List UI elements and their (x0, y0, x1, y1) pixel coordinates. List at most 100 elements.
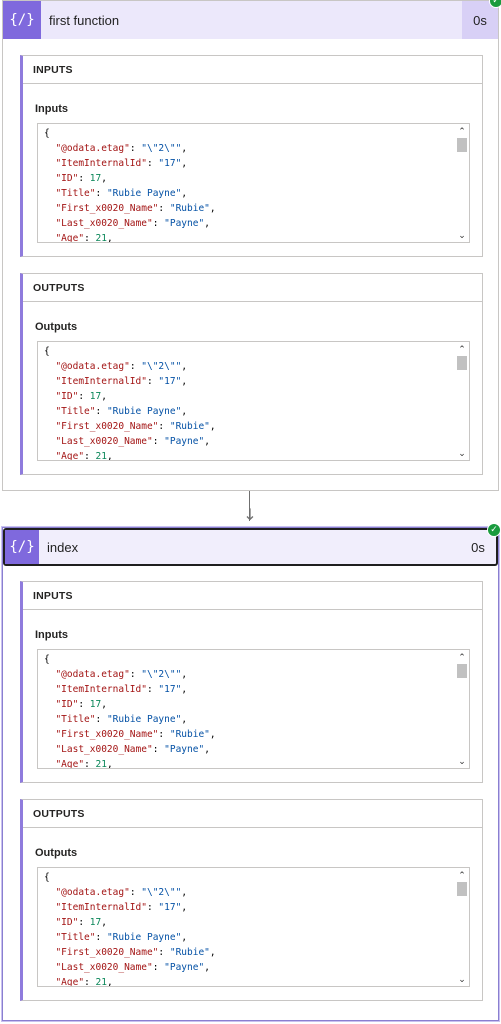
json-line: "First_x0020_Name": "Rubie", (55, 421, 216, 432)
json-line: "First_x0020_Name": "Rubie", (55, 729, 216, 740)
json-line: "@odata.etag": "\"2\"", (55, 887, 188, 898)
section-header[interactable]: OUTPUTS (23, 274, 482, 302)
json-line: "ID": 17, (55, 173, 107, 184)
json-open-brace: { (44, 346, 50, 357)
json-code: { "@odata.etag": "\"2\"", "ItemInternalI… (44, 652, 216, 769)
json-key: "ItemInternalId" (55, 376, 147, 387)
json-value: "17" (158, 902, 182, 913)
scroll-thumb[interactable] (457, 882, 467, 896)
vertical-scrollbar[interactable]: ⌃⌄ (455, 124, 469, 242)
json-line: "Last_x0020_Name": "Payne", (55, 744, 210, 755)
json-key: "First_x0020_Name" (55, 729, 159, 740)
section-label: Outputs (35, 847, 78, 859)
json-key: "Title" (55, 932, 96, 943)
json-line: "Age": 21, (55, 977, 113, 987)
json-line: "@odata.etag": "\"2\"", (55, 143, 188, 154)
json-key: "Title" (55, 406, 96, 417)
json-value: "Payne" (164, 436, 205, 447)
json-value: "\"2\"" (141, 887, 182, 898)
json-key: "ID" (55, 917, 79, 928)
scroll-up-icon[interactable]: ⌃ (458, 125, 466, 136)
json-line: "ItemInternalId": "17", (55, 158, 188, 169)
json-line: "Title": "Rubie Payne", (55, 406, 188, 417)
scroll-thumb[interactable] (457, 138, 467, 152)
json-value: "Payne" (164, 744, 205, 755)
json-value: 21 (95, 759, 107, 769)
vertical-scrollbar[interactable]: ⌃⌄ (455, 342, 469, 460)
action-header[interactable]: {/} index 0s ✓ (3, 523, 501, 566)
json-key: "ItemInternalId" (55, 902, 147, 913)
json-value: 17 (89, 173, 102, 184)
json-key: "First_x0020_Name" (55, 421, 159, 432)
action-card-index[interactable]: {/} index 0s ✓ INPUTS Inputs { "@odata.e… (2, 523, 501, 1021)
section-header[interactable]: INPUTS (23, 56, 482, 84)
section-label: Inputs (35, 103, 68, 115)
action-card-first-function[interactable]: {/} first function 0s ✓ INPUTS Inputs { … (2, 0, 501, 491)
json-line: "Last_x0020_Name": "Payne", (55, 218, 210, 229)
scroll-up-icon[interactable]: ⌃ (458, 651, 466, 662)
connector-line (249, 491, 250, 521)
json-key: "@odata.etag" (55, 143, 130, 154)
json-value: 21 (95, 977, 107, 987)
json-value: 21 (95, 451, 107, 461)
json-value: "\"2\"" (141, 669, 182, 680)
json-line: "ID": 17, (55, 917, 107, 928)
json-line: "First_x0020_Name": "Rubie", (55, 947, 216, 958)
scroll-up-icon[interactable]: ⌃ (458, 869, 466, 880)
json-value: 17 (89, 391, 102, 402)
json-line: "First_x0020_Name": "Rubie", (55, 203, 216, 214)
json-value: "Rubie" (169, 729, 210, 740)
action-header[interactable]: {/} first function 0s ✓ (3, 0, 501, 39)
json-key: "Age" (55, 233, 85, 243)
json-line: "Title": "Rubie Payne", (55, 714, 188, 725)
json-viewer[interactable]: { "@odata.etag": "\"2\"", "ItemInternalI… (37, 867, 470, 987)
scroll-down-icon[interactable]: ⌄ (458, 447, 466, 458)
json-value: "Rubie" (169, 421, 210, 432)
section-header[interactable]: OUTPUTS (23, 800, 482, 828)
json-key: "Title" (55, 714, 96, 725)
scroll-thumb[interactable] (457, 356, 467, 370)
action-title: first function (49, 12, 120, 28)
compose-icon: {/} (5, 530, 39, 564)
json-viewer[interactable]: { "@odata.etag": "\"2\"", "ItemInternalI… (37, 649, 470, 769)
json-open-brace: { (44, 872, 50, 883)
json-key: "Title" (55, 188, 96, 199)
json-viewer[interactable]: { "@odata.etag": "\"2\"", "ItemInternalI… (37, 123, 470, 243)
json-line: "ItemInternalId": "17", (55, 684, 188, 695)
json-value: "Rubie Payne" (106, 188, 182, 199)
success-check-icon: ✓ (489, 0, 501, 8)
section-label: Inputs (35, 629, 68, 641)
scroll-down-icon[interactable]: ⌄ (458, 755, 466, 766)
json-key: "ID" (55, 391, 79, 402)
vertical-scrollbar[interactable]: ⌃⌄ (455, 868, 469, 986)
json-key: "@odata.etag" (55, 361, 130, 372)
json-key: "Age" (55, 759, 85, 769)
vertical-scrollbar[interactable]: ⌃⌄ (455, 650, 469, 768)
json-key: "ItemInternalId" (55, 158, 147, 169)
scroll-up-icon[interactable]: ⌃ (458, 343, 466, 354)
scroll-down-icon[interactable]: ⌄ (458, 973, 466, 984)
json-key: "ID" (55, 173, 79, 184)
json-key: "Last_x0020_Name" (55, 218, 153, 229)
json-key: "First_x0020_Name" (55, 947, 159, 958)
json-open-brace: { (44, 128, 50, 139)
scroll-thumb[interactable] (457, 664, 467, 678)
compose-icon: {/} (3, 1, 41, 39)
outputs-section: OUTPUTS Outputs { "@odata.etag": "\"2\""… (20, 273, 483, 475)
section-header[interactable]: INPUTS (23, 582, 482, 610)
json-value: "Rubie Payne" (106, 932, 182, 943)
json-key: "Last_x0020_Name" (55, 436, 153, 447)
json-value: "Rubie Payne" (106, 714, 182, 725)
action-title: index (47, 539, 79, 555)
section-label: Outputs (35, 321, 78, 333)
json-key: "ItemInternalId" (55, 684, 147, 695)
json-line: "@odata.etag": "\"2\"", (55, 669, 188, 680)
scroll-down-icon[interactable]: ⌄ (458, 229, 466, 240)
json-value: "\"2\"" (141, 361, 182, 372)
json-line: "Age": 21, (55, 759, 113, 769)
json-viewer[interactable]: { "@odata.etag": "\"2\"", "ItemInternalI… (37, 341, 470, 461)
inputs-section: INPUTS Inputs { "@odata.etag": "\"2\"", … (20, 581, 483, 783)
json-line: "Last_x0020_Name": "Payne", (55, 962, 210, 973)
json-line: "@odata.etag": "\"2\"", (55, 361, 188, 372)
json-line: "Last_x0020_Name": "Payne", (55, 436, 210, 447)
